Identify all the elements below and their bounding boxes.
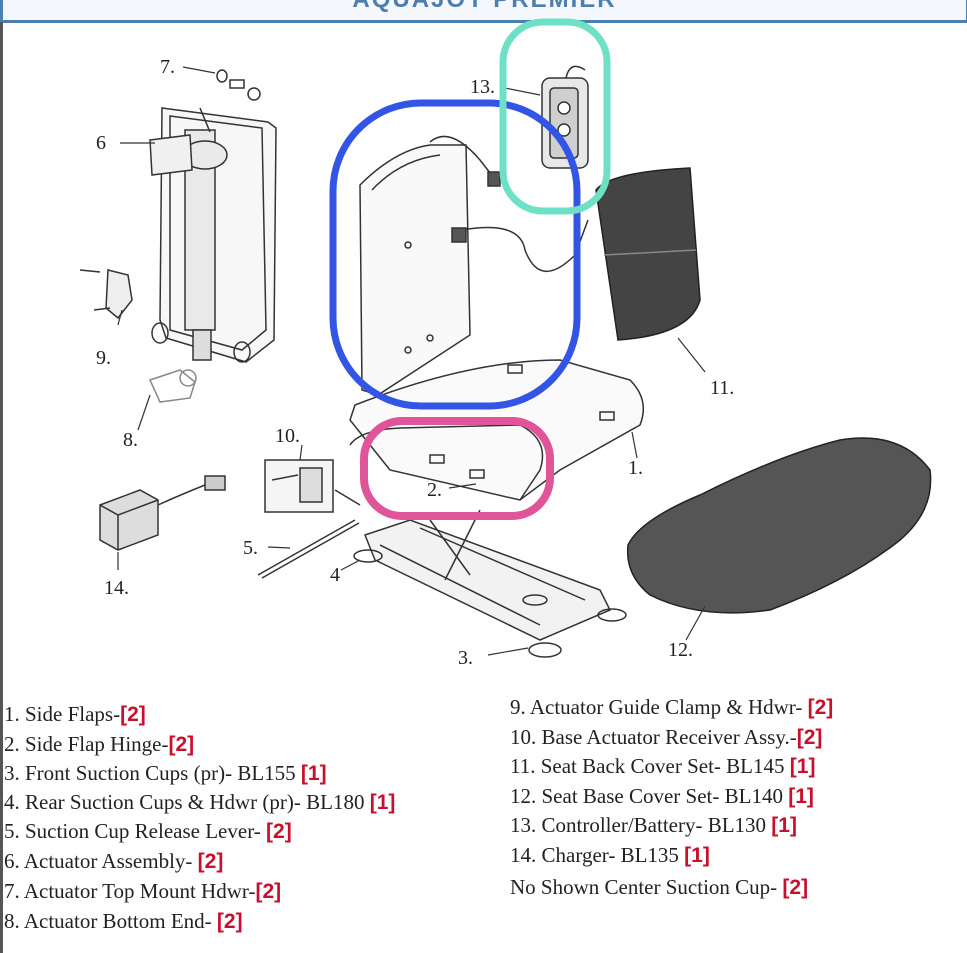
part-label: 10. Base Actuator Receiver Assy.- xyxy=(510,725,797,749)
callout-14: 14. xyxy=(104,577,129,599)
qty-badge: [2] xyxy=(168,733,195,756)
part-1: 1. Side Flaps-[2] xyxy=(4,702,146,726)
part-7: 7. Actuator Top Mount Hdwr-[2] xyxy=(4,879,282,903)
part-2: 2. Side Flap Hinge-[2] xyxy=(4,732,195,756)
callout-4: 4 xyxy=(330,564,340,586)
hinge-highlight xyxy=(360,417,554,520)
part-14: 14. Charger- BL135 [1] xyxy=(510,843,710,867)
qty-badge: [2] xyxy=(120,703,146,726)
callout-8: 8. xyxy=(123,429,138,451)
qty-badge: [1] xyxy=(369,791,396,814)
lift-base-drawing xyxy=(353,509,627,658)
qty-badge: [1] xyxy=(789,755,816,778)
seat-back-drawing xyxy=(359,135,589,396)
part-label: No Shown Center Suction Cup- xyxy=(510,875,778,899)
seat-back-cover-drawing xyxy=(595,167,701,341)
part-6: 6. Actuator Assembly- [2] xyxy=(4,849,224,873)
part-label: 14. Charger- BL135 xyxy=(510,843,679,867)
page-title: AQUAJOY PREMIER xyxy=(3,0,966,14)
seat-base-cover-drawing xyxy=(626,437,932,614)
qty-badge: [1] xyxy=(771,814,797,837)
callout-5: 5. xyxy=(243,537,258,559)
callout-9: 9. xyxy=(96,347,111,369)
callout-6: 6 xyxy=(96,132,106,154)
qty-badge: [2] xyxy=(197,850,224,873)
part-13: 13. Controller/Battery- BL130 [1] xyxy=(510,813,797,837)
qty-badge: [2] xyxy=(266,820,292,843)
callout-12: 12. xyxy=(668,639,693,661)
callout-10: 10. xyxy=(275,425,300,447)
header-banner: AQUAJOY PREMIER xyxy=(0,0,967,23)
part-center-suction-cup: No Shown Center Suction Cup- [2] xyxy=(510,875,809,899)
part-4: 4. Rear Suction Cups & Hdwr (pr)- BL180 … xyxy=(4,790,396,814)
qty-badge: [2] xyxy=(216,910,243,933)
part-label: 8. Actuator Bottom End- xyxy=(4,909,212,933)
callout-7: 7. xyxy=(160,56,175,78)
part-label: 1. Side Flaps- xyxy=(4,702,121,726)
part-label: 3. Front Suction Cups (pr)- BL155 xyxy=(4,761,296,785)
qty-badge: [2] xyxy=(796,726,823,749)
qty-badge: [2] xyxy=(255,880,282,903)
release-lever-drawing xyxy=(257,519,360,579)
charger-drawing xyxy=(99,475,226,551)
part-label: 2. Side Flap Hinge- xyxy=(4,732,169,756)
part-8: 8. Actuator Bottom End- [2] xyxy=(4,909,243,933)
guide-clamp-drawing xyxy=(79,269,133,320)
callout-3: 3. xyxy=(458,647,473,669)
part-12: 12. Seat Base Cover Set- BL140 [1] xyxy=(510,784,814,808)
qty-badge: [2] xyxy=(782,876,809,899)
part-11: 11. Seat Back Cover Set- BL145 [1] xyxy=(510,754,816,778)
bottom-end-drawing xyxy=(148,369,197,403)
callout-11: 11. xyxy=(710,377,735,399)
controller-drawing xyxy=(541,65,589,169)
part-9: 9. Actuator Guide Clamp & Hdwr- [2] xyxy=(510,695,834,719)
part-label: 12. Seat Base Cover Set- BL140 xyxy=(510,784,783,808)
part-label: 13. Controller/Battery- BL130 xyxy=(510,813,767,837)
seat-back-highlight xyxy=(329,99,581,410)
part-label: 4. Rear Suction Cups & Hdwr (pr)- BL180 xyxy=(4,790,365,814)
leader-lines xyxy=(117,66,706,656)
qty-badge: [1] xyxy=(300,762,327,785)
qty-badge: [1] xyxy=(684,844,710,867)
part-label: 6. Actuator Assembly- xyxy=(4,849,193,873)
callout-13: 13. xyxy=(470,76,495,98)
callout-1: 1. xyxy=(628,457,643,479)
top-mount-hardware-drawing xyxy=(216,69,261,101)
callout-2: 2. xyxy=(427,479,442,501)
qty-badge: [1] xyxy=(788,785,814,808)
part-label: 9. Actuator Guide Clamp & Hdwr- xyxy=(510,695,803,719)
part-10: 10. Base Actuator Receiver Assy.-[2] xyxy=(510,725,823,749)
part-5: 5. Suction Cup Release Lever- [2] xyxy=(4,819,292,843)
part-label: 7. Actuator Top Mount Hdwr- xyxy=(4,879,256,903)
controller-highlight xyxy=(499,18,611,215)
qty-badge: [2] xyxy=(807,696,834,719)
part-3: 3. Front Suction Cups (pr)- BL155 [1] xyxy=(4,761,327,785)
actuator-assembly-drawing xyxy=(149,107,277,363)
receiver-assembly-drawing xyxy=(264,459,361,513)
part-label: 5. Suction Cup Release Lever- xyxy=(4,819,261,843)
frame-border xyxy=(0,22,3,953)
part-label: 11. Seat Back Cover Set- BL145 xyxy=(510,754,785,778)
